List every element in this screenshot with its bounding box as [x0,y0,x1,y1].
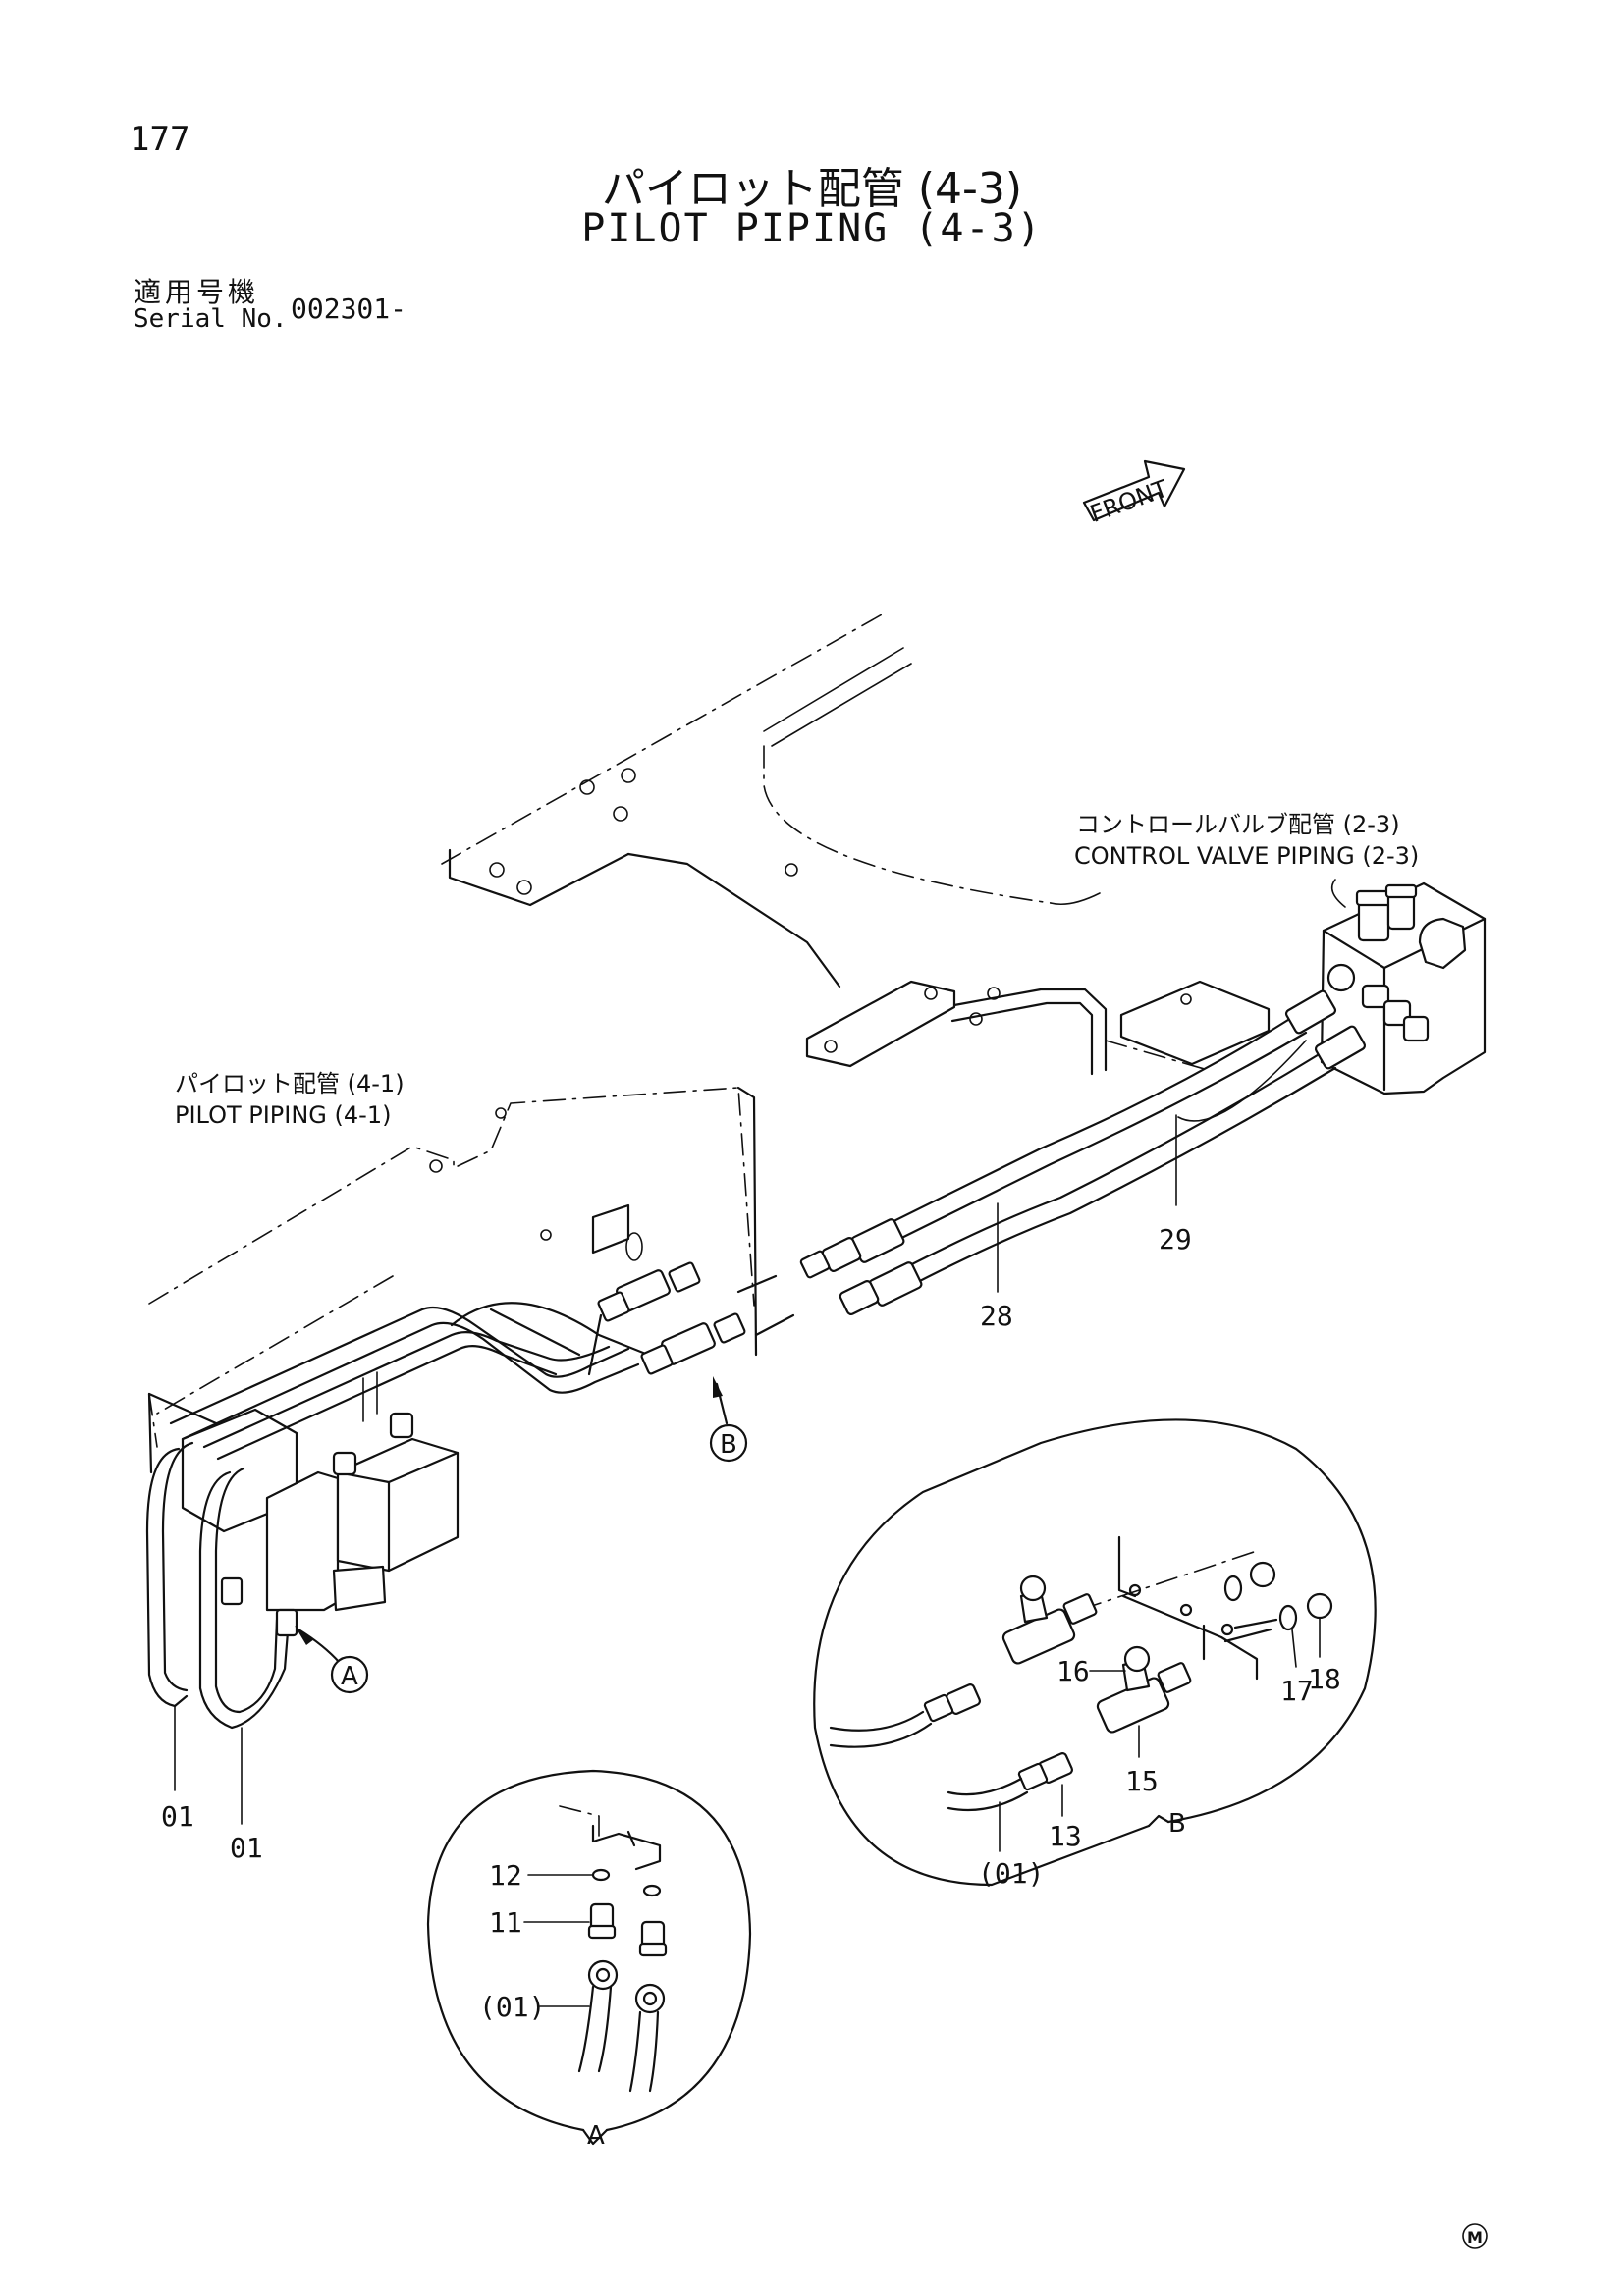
hose-01-loops [145,1441,298,1730]
m-mark-label: M [1467,2228,1483,2247]
pilot-piping-lines [169,1302,650,1461]
part-number-01-detail-b: (01) [978,1857,1044,1890]
part-number-18: 18 [1308,1663,1341,1695]
hose-28 [799,989,1337,1279]
page-title-en: PILOT PIPING (4-3) [581,206,1043,251]
detail-b-view: B 16 15 13 17 [813,1418,1377,1890]
pilot-piping-4-1-en: PILOT PIPING (4-1) [175,1101,391,1129]
lower-frame-plate [147,1086,758,1474]
pilot-piping-4-1-jp: パイロット配管 (4-1) [175,1070,405,1097]
callout-b-label: B [720,1430,737,1460]
part-number-01-right: 01 [230,1832,263,1864]
front-label: FRONT [1087,474,1172,527]
part-number-11: 11 [489,1906,522,1939]
part-number-15: 15 [1125,1765,1159,1797]
detail-a-view: A 12 11 (01) [426,1769,752,2151]
control-valve-piping-en: CONTROL VALVE PIPING (2-3) [1074,842,1419,870]
callout-a: A [295,1626,369,1694]
part-number-12: 12 [489,1859,522,1892]
part-number-01-detail-a: (01) [479,1991,545,2023]
page-number: 177 [130,120,190,159]
serial-label-en: Serial No. [134,304,288,334]
serial-label-jp: 適用号機 [134,276,260,308]
callout-b: B [709,1376,748,1463]
part-number-28: 28 [980,1300,1013,1332]
part-number-17: 17 [1280,1675,1314,1707]
serial-number-value: 002301- [291,293,407,325]
front-arrow-icon: FRONT [1082,459,1186,528]
detail-a-label: A [587,2121,605,2151]
control-valve-piping-jp: コントロールバルブ配管 (2-3) [1076,811,1400,838]
upper-frame-plate [441,613,1271,1076]
callout-a-label: A [341,1662,358,1691]
page-title-jp: パイロット配管 (4-3) [601,164,1023,214]
part-number-16: 16 [1056,1655,1090,1687]
detail-b-label: B [1168,1809,1186,1839]
control-valve-block [1320,879,1487,1095]
part-number-01-left: 01 [161,1800,194,1833]
part-number-29: 29 [1159,1223,1192,1255]
part-number-13: 13 [1049,1820,1082,1852]
m-mark-icon: M [1462,2223,1488,2249]
coupler-b-assembly [587,1261,795,1376]
solenoid-valve-blocks [181,1408,460,1612]
hose-29 [839,1025,1367,1315]
